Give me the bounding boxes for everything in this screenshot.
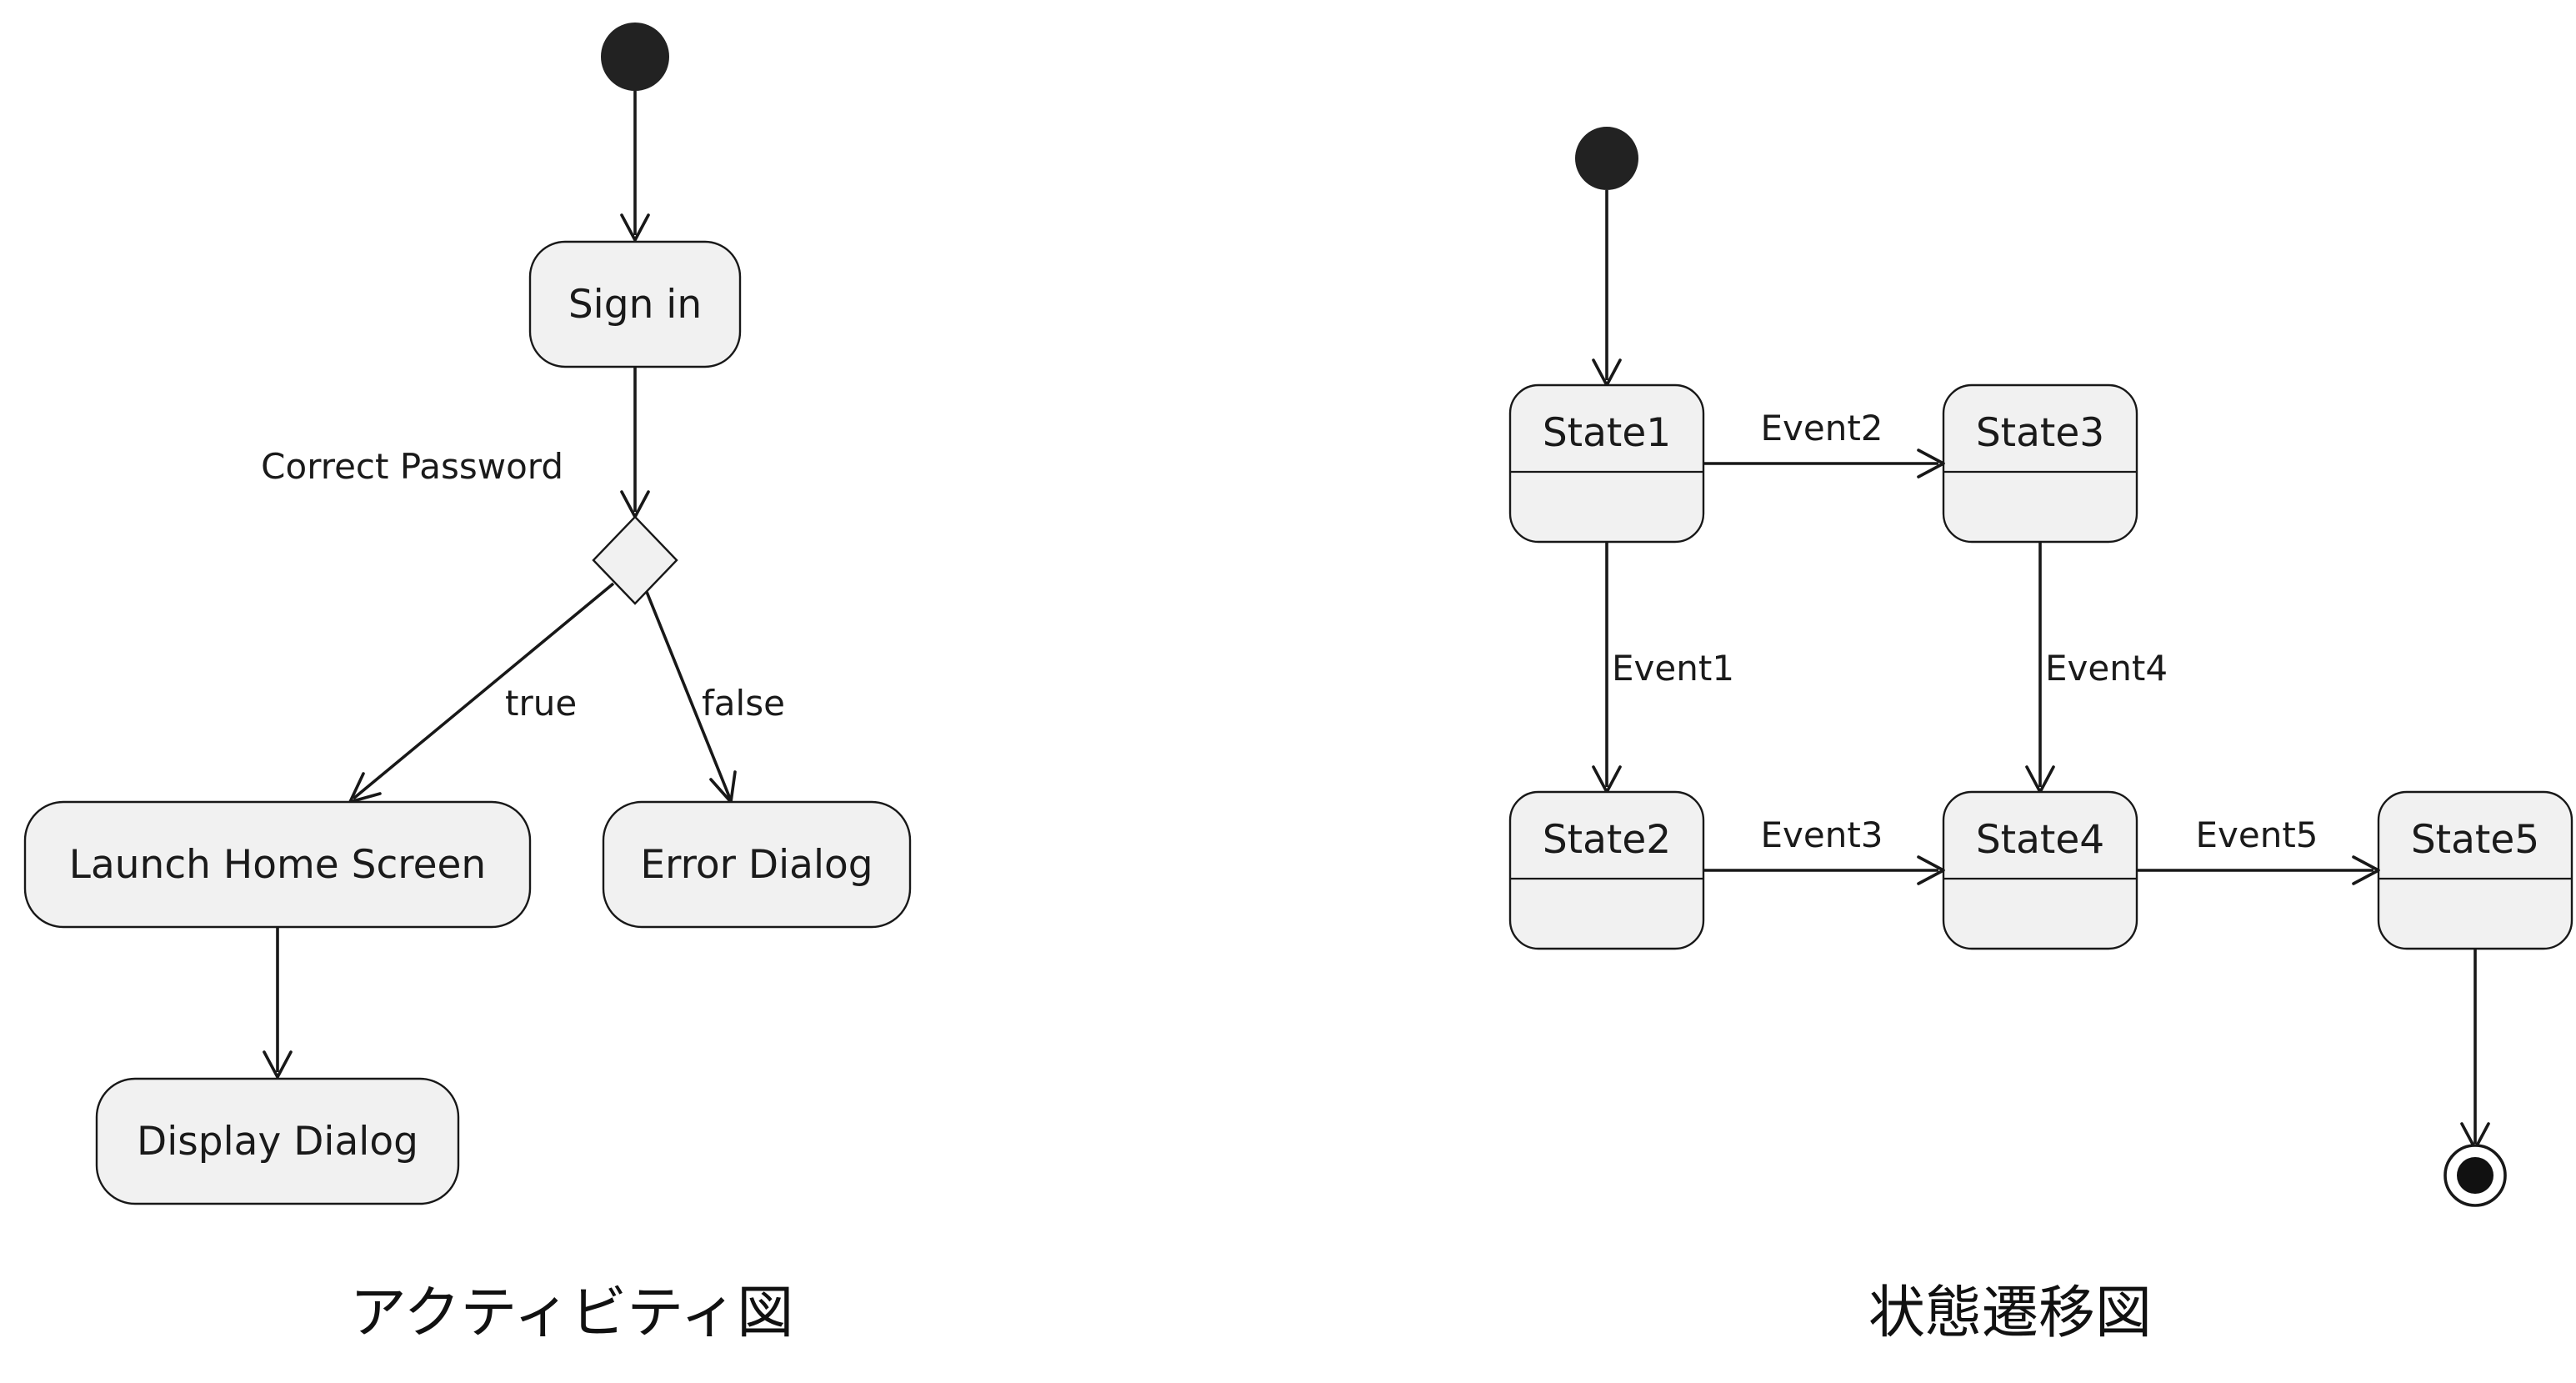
event2-label: Event2: [1760, 408, 1883, 448]
state4-label: State4: [1976, 817, 2104, 863]
state5-label: State5: [2411, 817, 2539, 863]
state3-node: [1942, 383, 2138, 544]
state-end-node-inner: [2457, 1157, 2493, 1194]
arrowhead: [1917, 855, 1945, 885]
error-dialog-label: Error Dialog: [640, 842, 873, 888]
decision-diamond: [592, 515, 678, 605]
state-start-node: [1575, 127, 1638, 190]
state1-label: State1: [1543, 410, 1671, 456]
decision-label: Correct Password: [261, 446, 563, 487]
activity-start-node: [601, 23, 669, 91]
arrowhead: [1917, 448, 1945, 479]
edge-decision-to-launch-home: [352, 582, 615, 800]
state-diagram-caption: 状態遷移図: [1868, 1280, 2152, 1346]
arrowhead: [263, 1050, 293, 1079]
event5-label: Event5: [2195, 814, 2318, 855]
activity-diagram-caption: アクティビティ図: [350, 1280, 793, 1346]
branch-false-label: false: [702, 683, 785, 724]
activity-diagram: Sign in Correct Password true false Laun…: [23, 23, 912, 1346]
state1-node: [1508, 383, 1705, 544]
state2-node: [1508, 790, 1705, 950]
arrowhead: [620, 213, 650, 242]
edge-decision-to-error-dialog: [645, 591, 732, 799]
state-diagram: State1 State3 Event2 Event1 Event4 State…: [1508, 127, 2573, 1346]
branch-true-label: true: [505, 683, 577, 724]
arrowhead: [2352, 855, 2380, 885]
event3-label: Event3: [1760, 814, 1883, 855]
state3-label: State3: [1976, 410, 2104, 456]
state5-node: [2377, 790, 2573, 950]
error-dialog-node: [602, 800, 912, 929]
sign-in-label: Sign in: [568, 282, 702, 328]
display-dialog-node: [95, 1077, 460, 1205]
arrowhead: [709, 770, 737, 804]
state2-label: State2: [1543, 817, 1671, 863]
state4-node: [1942, 790, 2138, 950]
event1-label: Event1: [1612, 648, 1734, 689]
display-dialog-label: Display Dialog: [137, 1119, 418, 1165]
launch-home-label: Launch Home Screen: [69, 842, 486, 888]
event4-label: Event4: [2045, 648, 2168, 689]
